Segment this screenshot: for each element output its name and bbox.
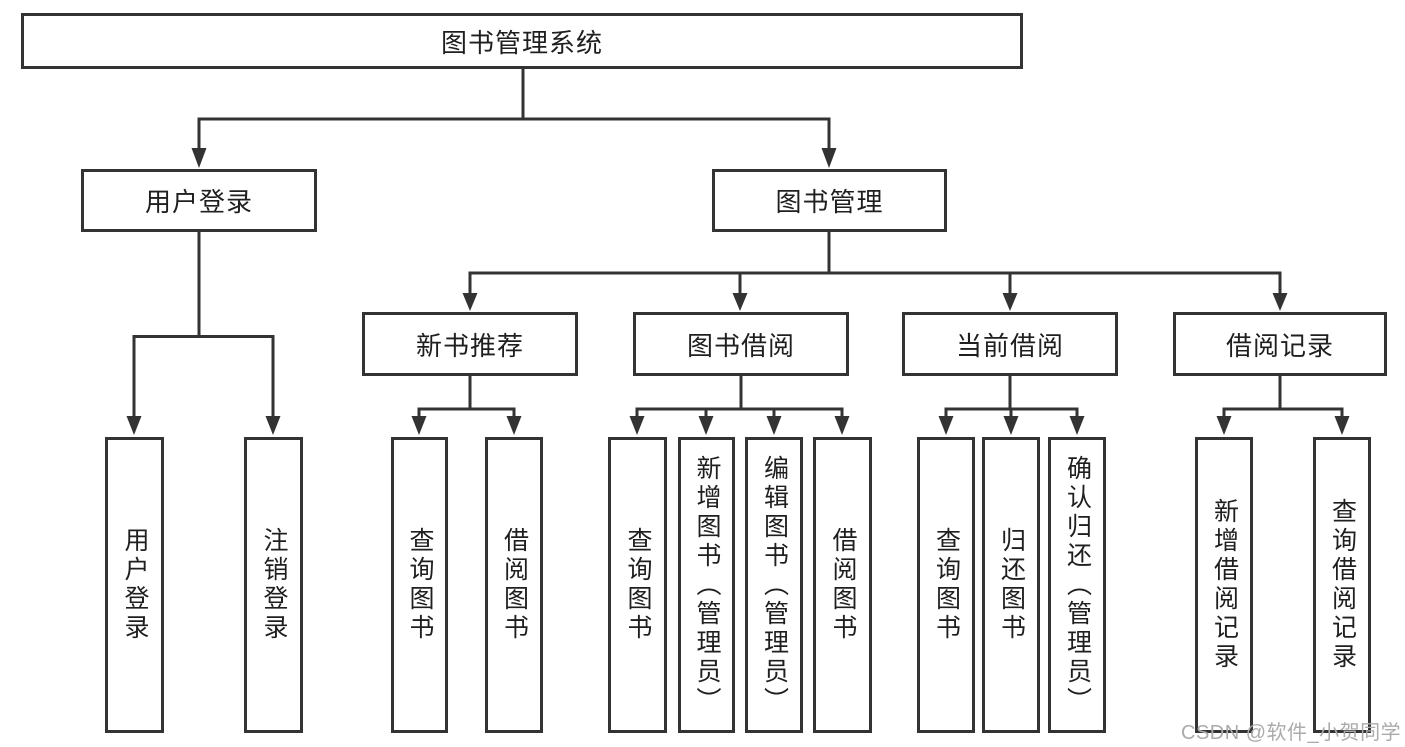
node-borrow-records: 借阅记录: [1173, 312, 1387, 376]
leaf-borrow-books-borrowing-label: 借阅图书: [829, 527, 857, 643]
leaf-confirm-return-admin-label: 确认归还（管理员）: [1063, 454, 1092, 716]
leaf-add-books-admin-label: 新增图书（管理员）: [693, 454, 721, 716]
leaf-query-books-recommend: 查询图书: [391, 437, 448, 733]
node-library-system-label: 图书管理系统: [440, 27, 603, 58]
leaf-return-books-label: 归还图书: [997, 527, 1026, 643]
node-new-book-recommend: 新书推荐: [362, 312, 578, 376]
node-library-system: 图书管理系统: [21, 13, 1023, 69]
node-book-management-label: 图书管理: [775, 187, 884, 217]
node-user-login-branch: 用户登录: [81, 169, 317, 232]
node-book-management: 图书管理: [712, 169, 947, 232]
leaf-logout: 注销登录: [244, 437, 303, 733]
node-borrow-records-label: 借阅记录: [1225, 330, 1334, 361]
leaf-user-login: 用户登录: [105, 437, 164, 733]
leaf-query-books-borrowing: 查询图书: [608, 437, 667, 733]
leaf-add-books-admin: 新增图书（管理员）: [678, 437, 735, 733]
leaf-edit-books-admin-label: 编辑图书（管理员）: [760, 454, 789, 716]
leaf-add-borrow-record-label: 新增借阅记录: [1210, 498, 1239, 672]
node-current-borrowing-label: 当前借阅: [955, 330, 1064, 361]
leaf-query-books-current-label: 查询图书: [932, 527, 961, 643]
node-book-borrowing: 图书借阅: [633, 312, 849, 376]
leaf-return-books: 归还图书: [982, 437, 1040, 733]
leaf-user-login-label: 用户登录: [121, 527, 149, 643]
leaf-query-books-recommend-label: 查询图书: [406, 527, 434, 643]
leaf-query-borrow-record-label: 查询借阅记录: [1328, 498, 1357, 672]
csdn-watermark: CSDN @软件_小贺同学: [1181, 722, 1402, 744]
leaf-borrow-books-recommend-label: 借阅图书: [500, 527, 529, 643]
node-current-borrowing: 当前借阅: [902, 312, 1118, 376]
leaf-query-books-current: 查询图书: [917, 437, 975, 733]
node-book-borrowing-label: 图书借阅: [686, 330, 795, 361]
leaf-add-borrow-record: 新增借阅记录: [1195, 437, 1253, 733]
leaf-query-books-borrowing-label: 查询图书: [624, 527, 652, 643]
leaf-query-borrow-record: 查询借阅记录: [1313, 437, 1371, 733]
leaf-logout-label: 注销登录: [260, 527, 288, 643]
node-new-book-recommend-label: 新书推荐: [415, 330, 524, 361]
leaf-borrow-books-recommend: 借阅图书: [485, 437, 543, 733]
leaf-confirm-return-admin: 确认归还（管理员）: [1048, 437, 1106, 733]
leaf-edit-books-admin: 编辑图书（管理员）: [745, 437, 803, 733]
leaf-borrow-books-borrowing: 借阅图书: [813, 437, 872, 733]
node-user-login-branch-label: 用户登录: [144, 187, 253, 217]
